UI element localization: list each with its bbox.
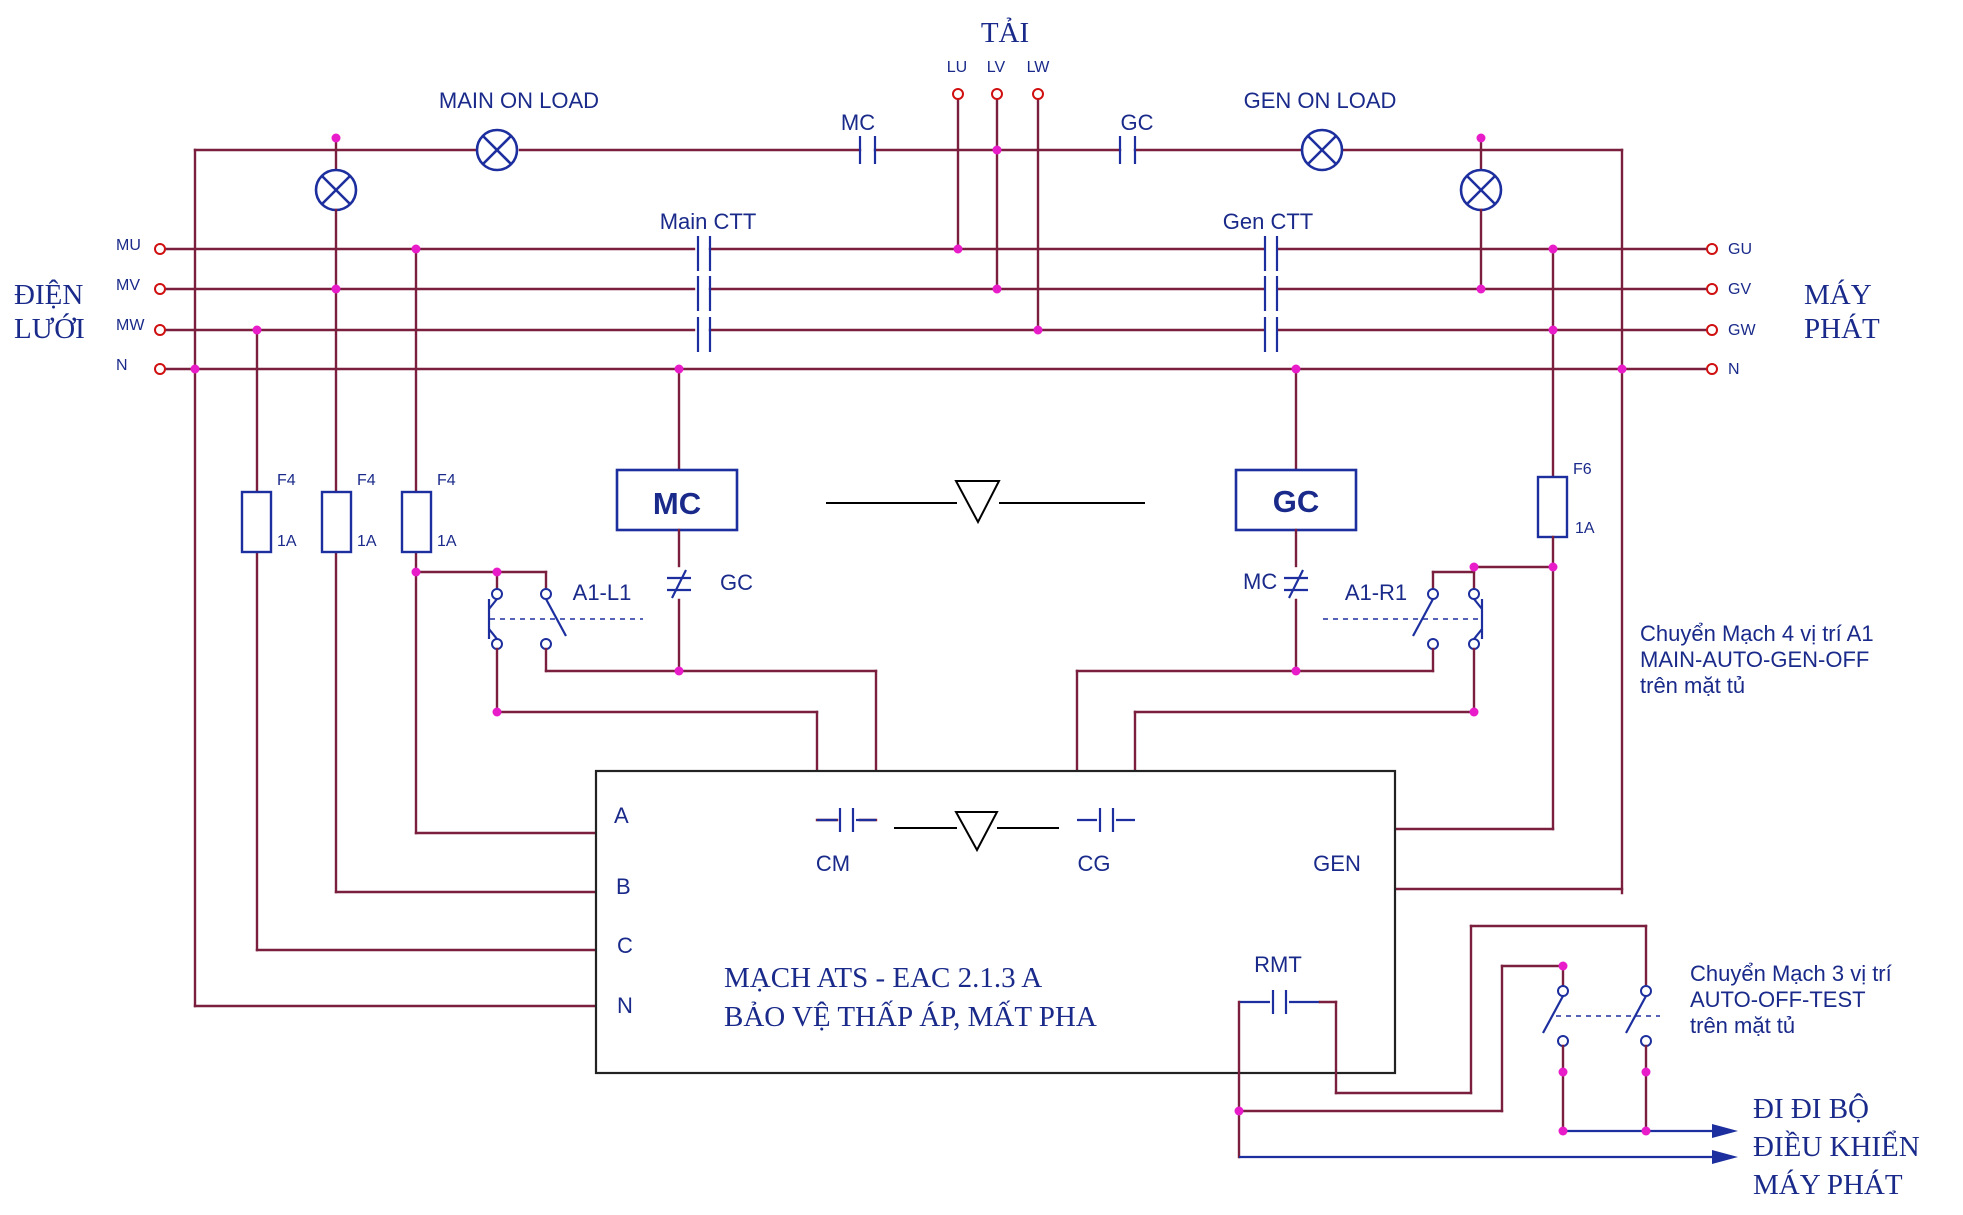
fuse3-name: F4 [437, 472, 456, 489]
ats-title-line2: BẢO VỆ THẤP ÁP, MẤT PHA [724, 999, 1097, 1033]
ats-terminal-n: N [617, 993, 633, 1018]
fuse1-name: F4 [277, 472, 296, 489]
main-ctt-label: Main CTT [660, 209, 757, 234]
gc-interlock-contact [667, 569, 691, 599]
fuse2-name: F4 [357, 472, 376, 489]
terminal-lv [991, 88, 1003, 100]
dien-luoi-label-line2: LƯỚI [14, 312, 85, 345]
output-label-line1: ĐI ĐI BỘ [1753, 1092, 1869, 1125]
switch4-note-line2: MAIN-AUTO-GEN-OFF [1640, 647, 1869, 672]
fuse4-name: F6 [1573, 461, 1592, 478]
fuse2-rating: 1A [357, 533, 377, 550]
terminal-mu [154, 243, 166, 255]
cm-label: CM [816, 851, 850, 876]
ats-title-line1: MẠCH ATS - EAC 2.1.3 A [724, 962, 1042, 994]
terminal-mv [154, 283, 166, 295]
coil-interlock-triangle [954, 480, 1001, 525]
gen-terminal-label: GEN [1313, 851, 1361, 876]
may-phat-label-line2: PHÁT [1804, 312, 1880, 345]
switch4-note-line1: Chuyển Mạch 4 vị trí A1 [1640, 621, 1874, 646]
fuse3-rating: 1A [437, 533, 457, 550]
main-ctt-contacts [696, 236, 712, 352]
terminal-lu [952, 88, 964, 100]
ats-terminal-c: C [617, 933, 633, 958]
phase-lamp-right [1459, 168, 1503, 212]
mw-label: MW [116, 317, 145, 334]
mv-label: MV [116, 277, 140, 294]
mc-interlock-label: MC [1243, 569, 1277, 594]
output-arrow-2 [1712, 1150, 1738, 1164]
cg-label: CG [1078, 851, 1111, 876]
fuse1-rating: 1A [277, 533, 297, 550]
terminal-n-right [1706, 363, 1718, 375]
gc-top-contact-label: GC [1121, 110, 1154, 135]
output-label-line3: MÁY PHÁT [1753, 1168, 1903, 1201]
selector-3pos-switch [1542, 985, 1660, 1047]
cg-contact [1077, 808, 1135, 832]
phase-lamp-left [314, 168, 358, 212]
junction-dots [190, 133, 1651, 1136]
terminal-mw [154, 324, 166, 336]
gen-ctt-contacts [1263, 236, 1279, 352]
a1-r1-label: A1-R1 [1345, 580, 1407, 605]
gen-on-load-lamp [1300, 128, 1344, 172]
a1-l1-switch [487, 588, 643, 650]
load-title: TẢI [981, 17, 1029, 49]
mc-interlock-contact [1284, 569, 1308, 599]
main-on-load-label: MAIN ON LOAD [439, 88, 599, 113]
mu-label: MU [116, 237, 141, 254]
switch3-note-line2: AUTO-OFF-TEST [1690, 987, 1866, 1012]
rmt-contact [1239, 990, 1320, 1014]
mc-coil [615, 468, 739, 532]
ats-terminal-b: B [616, 874, 631, 899]
n-right-label: N [1728, 361, 1740, 378]
gu-label: GU [1728, 241, 1752, 258]
may-phat-label-line1: MÁY [1804, 278, 1872, 311]
terminal-n-left [154, 363, 166, 375]
mc-top-contact [858, 136, 877, 164]
terminal-lw [1032, 88, 1044, 100]
fuse-f4-a [400, 490, 433, 554]
fuse-f6 [1536, 475, 1569, 539]
ats-interlock-triangle [954, 811, 999, 853]
switch4-note-line3: trên mặt tủ [1640, 673, 1745, 698]
fuse4-rating: 1A [1575, 520, 1595, 537]
output-arrow-1 [1712, 1124, 1738, 1138]
gv-label: GV [1728, 281, 1751, 298]
mc-top-contact-label: MC [841, 110, 875, 135]
fuse-f4-c [240, 490, 273, 554]
mc-coil-label: MC [653, 486, 701, 521]
main-on-load-lamp [475, 128, 519, 172]
rmt-label: RMT [1254, 952, 1302, 977]
terminal-gv [1706, 283, 1718, 295]
gc-interlock-label: GC [720, 570, 753, 595]
a1-l1-label: A1-L1 [573, 580, 632, 605]
terminal-gw [1706, 324, 1718, 336]
output-label-line2: ĐIỀU KHIỂN [1753, 1129, 1920, 1163]
gen-on-load-label: GEN ON LOAD [1244, 88, 1397, 113]
dien-luoi-label-line1: ĐIỆN [14, 278, 83, 311]
switch3-note-line1: Chuyển Mạch 3 vị trí [1690, 961, 1892, 986]
gen-ctt-label: Gen CTT [1223, 209, 1313, 234]
gw-label: GW [1728, 322, 1756, 339]
load-u-label: LU [947, 59, 967, 76]
ats-terminal-a: A [614, 803, 629, 828]
load-v-label: LV [987, 59, 1006, 76]
gc-coil-label: GC [1273, 484, 1320, 519]
gc-top-contact [1118, 136, 1137, 164]
cm-contact [817, 808, 876, 832]
n-left-label: N [116, 357, 128, 374]
ats-module-box [594, 769, 1397, 1075]
load-w-label: LW [1027, 59, 1051, 76]
switch3-note-line3: trên mặt tủ [1690, 1013, 1795, 1038]
fuse-f4-b [320, 490, 353, 554]
terminal-gu [1706, 243, 1718, 255]
